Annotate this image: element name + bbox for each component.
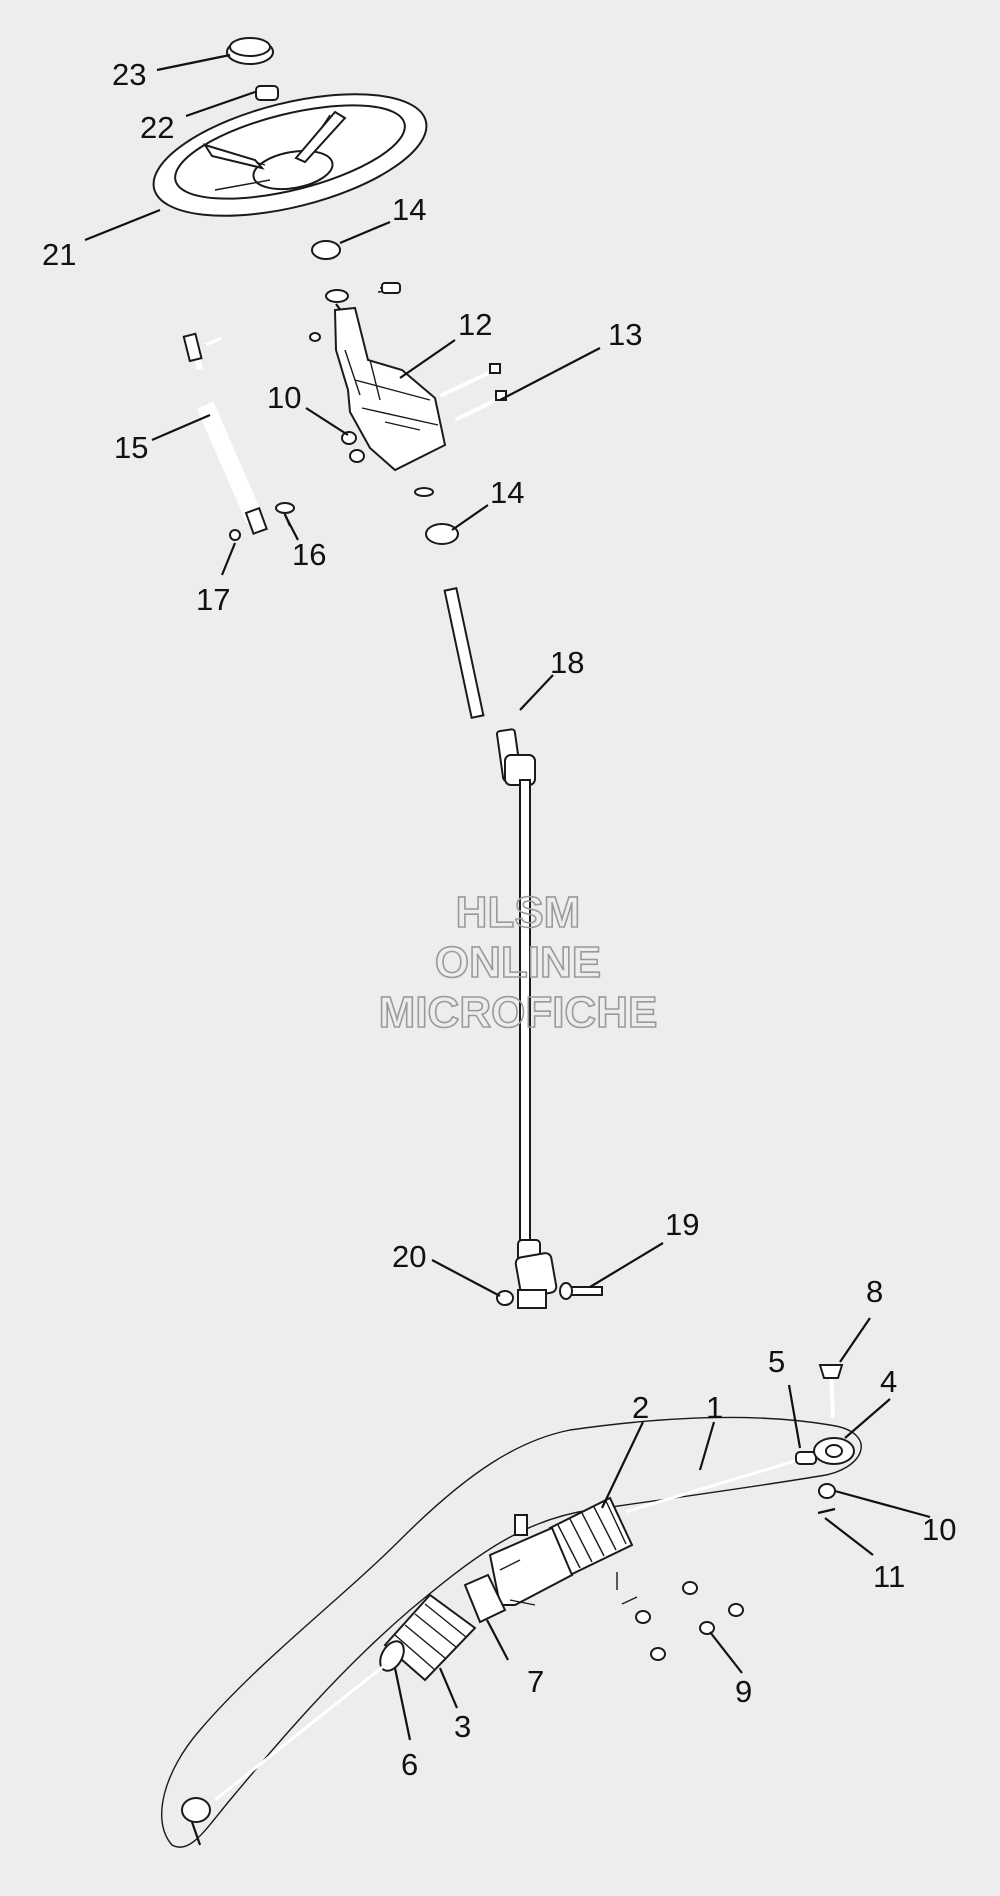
rack-assembly-outline-1 [161, 1416, 862, 1848]
callout-10-lower: 10 [922, 1512, 956, 1547]
tie-rod-right [624, 1451, 817, 1514]
callout-16: 16 [292, 537, 326, 572]
nut-10-lower [818, 1483, 836, 1499]
watermark-line-1: HLSM [456, 888, 581, 937]
nuts-10-upper [341, 431, 365, 463]
washer-and-bushing-14-lower [414, 487, 459, 545]
callout-21: 22 [140, 110, 174, 145]
callout-17: 17 [196, 582, 230, 617]
callout-7: 7 [527, 1664, 544, 1699]
clamp-6 [379, 1640, 405, 1672]
callout-labels: 23 22 21 14 12 13 10 15 14 16 17 18 19 2… [42, 57, 956, 1782]
boot-3 [383, 1593, 477, 1682]
callout-2: 2 [632, 1390, 649, 1425]
callout-18: 18 [550, 645, 584, 680]
callout-11: 11 [873, 1559, 905, 1594]
bushing-14-upper [311, 240, 341, 260]
callout-13: 13 [608, 317, 642, 352]
callout-8: 8 [866, 1274, 883, 1309]
bolt-16 [275, 502, 295, 527]
bolt-19 [559, 1282, 603, 1300]
callout-10-upper: 10 [267, 380, 301, 415]
callout-20: 20 [392, 1239, 426, 1274]
leader-lines [84, 53, 931, 1741]
bracket-7 [463, 1573, 507, 1624]
wheel-cap-22 [226, 37, 274, 65]
watermark-line-2: ONLINE [435, 938, 601, 987]
callout-12: 12 [458, 307, 492, 342]
steering-column-bracket-12 [309, 282, 447, 472]
bolt-8 [818, 1364, 844, 1419]
watermark: HLSM ONLINE MICROFICHE [378, 887, 658, 1038]
gas-spring-15 [182, 332, 268, 535]
cotter-pin-11 [817, 1507, 836, 1515]
callout-4: 4 [880, 1364, 897, 1399]
callout-3: 3 [454, 1709, 471, 1744]
steering-wheel [152, 93, 428, 217]
callout-19: 19 [665, 1207, 699, 1242]
callout-6: 6 [401, 1747, 418, 1782]
callout-23: 21 [42, 237, 76, 272]
wheel-nut-21 [255, 85, 279, 101]
dash-guide [616, 1572, 638, 1605]
callout-1: 1 [706, 1390, 723, 1425]
tie-rod-left [214, 1663, 386, 1802]
rack-housing [488, 1514, 574, 1606]
watermark-line-3: MICROFICHE [379, 988, 658, 1037]
callout-5: 5 [768, 1344, 785, 1379]
callout-22: 23 [112, 57, 146, 92]
nut-20 [496, 1290, 514, 1306]
tie-rod-end-4 [813, 1437, 855, 1465]
callout-14-upper: 14 [392, 192, 426, 227]
steering-shaft-18 [443, 586, 558, 1309]
callout-9: 9 [735, 1674, 752, 1709]
callout-14-lower: 14 [490, 475, 524, 510]
long-bolts-13 [439, 363, 507, 422]
nut-17 [229, 529, 241, 541]
nuts-9 [635, 1581, 744, 1661]
tie-rod-end-left [181, 1797, 211, 1846]
callout-15: 15 [114, 430, 148, 465]
